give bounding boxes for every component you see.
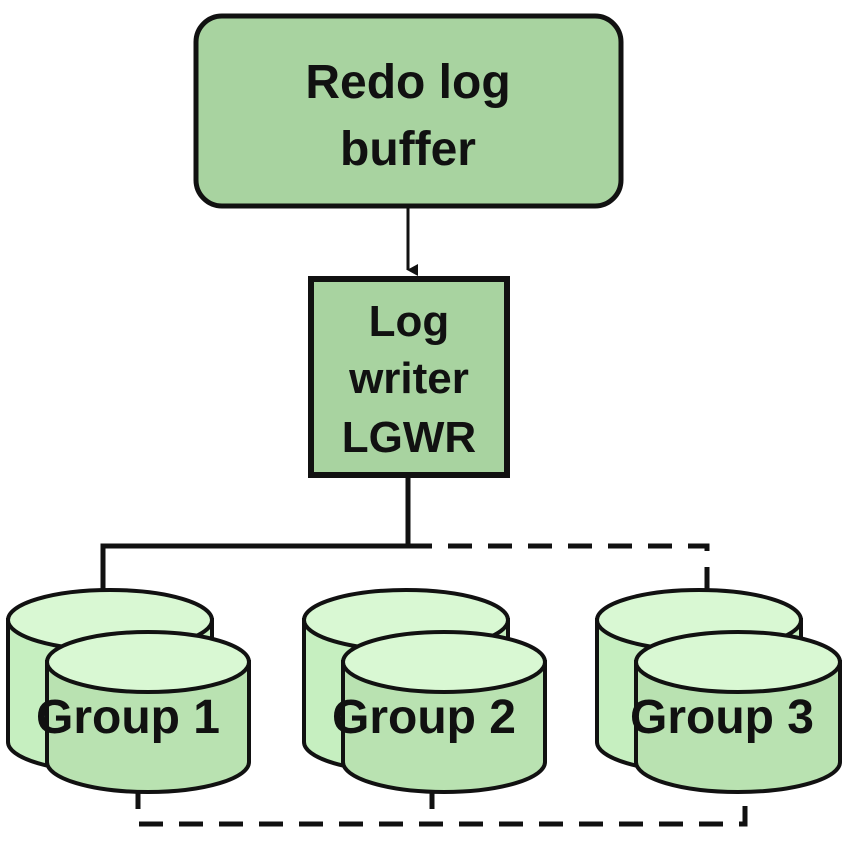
group-3-disks: Group 3 (595, 588, 842, 794)
group-2-front-disk (341, 630, 547, 794)
log-writer-box: Log writer LGWR (308, 276, 510, 478)
group-2-disks: Group 2 (302, 588, 547, 794)
redo-log-buffer-box: Redo log buffer (193, 13, 624, 209)
log-writer-label-line2: writer (348, 354, 469, 403)
group-1-label: Group 1 (36, 691, 220, 744)
group-1-front-disk (45, 630, 251, 794)
group-3-front-disk (634, 630, 842, 794)
log-writer-label-line3: LGWR (342, 413, 476, 462)
group-2-label: Group 2 (332, 691, 516, 744)
redo-log-buffer-label-line1: Redo log (305, 56, 510, 109)
redo-log-buffer-label-line2: buffer (340, 123, 476, 176)
writer-to-group3-dashed-connector (408, 543, 710, 622)
writer-to-group1-connector (100, 478, 411, 618)
group-3-label: Group 3 (630, 691, 814, 744)
group-1-disks: Group 1 (6, 588, 251, 794)
log-writer-label-line1: Log (369, 297, 450, 346)
